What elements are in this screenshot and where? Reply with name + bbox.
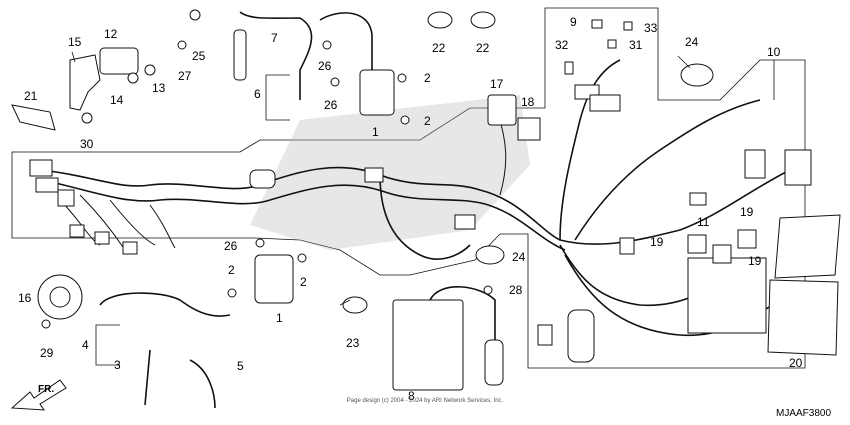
callout-14: 14 [110,93,124,107]
callout-8: 8 [408,389,415,403]
callout-32: 32 [555,38,569,52]
clamp-22-right [470,11,496,29]
components [11,9,841,409]
callout-6: 6 [254,87,261,101]
ignition-coil-upper [359,69,395,116]
callout-1-upper: 1 [372,125,379,139]
bracket-part-15 [69,54,101,111]
callout-33: 33 [644,21,658,35]
callout-4: 4 [82,338,89,352]
stay-part-21 [11,104,56,131]
ecu-part-20 [767,279,839,356]
callout-16: 16 [18,291,32,305]
direction-label: FR. [38,384,54,395]
clamp-24-top [680,63,714,87]
clamp-24-lower [475,245,505,265]
callout-21: 21 [24,89,38,103]
callout-31: 31 [629,38,643,52]
callout-18: 18 [521,95,535,109]
callout-numbers: 1 1 2 2 2 2 3 4 5 6 7 8 9 10 11 12 13 14… [18,15,803,403]
relay-part-17 [487,94,517,126]
callout-28: 28 [509,283,523,297]
callout-22-left: 22 [432,41,446,55]
callout-13: 13 [152,81,166,95]
stipple-area [250,95,530,250]
callout-2-upper-b: 2 [424,114,431,128]
callout-17: 17 [490,77,504,91]
callout-3: 3 [114,358,121,372]
ignition-lead-7 [239,11,313,100]
callout-24-top: 24 [685,35,699,49]
callout-26-a: 26 [318,59,332,73]
callout-23: 23 [346,336,360,350]
callout-7: 7 [271,31,278,45]
callout-19-b: 19 [650,235,664,249]
fuse-box [687,257,767,334]
callout-22-right: 22 [476,41,490,55]
callout-26-b: 26 [324,98,338,112]
callout-leaders [71,51,775,366]
callout-26-c: 26 [224,239,238,253]
clamp-22-left [427,11,453,29]
callout-12: 12 [104,27,118,41]
assembly-outline [11,7,806,369]
callout-2-upper-a: 2 [424,71,431,85]
callout-1-lower: 1 [276,311,283,325]
callout-30: 30 [80,137,94,151]
callout-2-lower-b: 2 [300,275,307,289]
callout-19-a: 19 [740,205,754,219]
callout-25: 25 [192,49,206,63]
callout-24-lower: 24 [512,250,526,264]
callout-19-c: 19 [748,254,762,268]
clamp-23 [342,296,368,314]
regulator-part-8 [392,299,464,391]
resistor-part-18 [517,117,541,141]
callout-27: 27 [178,69,192,83]
callout-15: 15 [68,35,82,49]
callout-2-lower-a: 2 [228,263,235,277]
harness-connectors [29,84,812,346]
callout-9: 9 [570,15,577,29]
callout-20: 20 [789,356,803,370]
front-direction-arrow: FR. [10,379,67,411]
switch-part-12 [99,47,139,75]
callout-11: 11 [697,215,710,229]
copyright-notice: Page design (c) 2004 - 2024 by ARI Netwo… [347,398,504,404]
callout-5: 5 [237,359,244,373]
ignition-coil-lower [254,254,294,304]
diagram-code: MJAAF3800 [776,408,831,419]
callout-10: 10 [767,45,781,59]
callout-29: 29 [40,346,54,360]
